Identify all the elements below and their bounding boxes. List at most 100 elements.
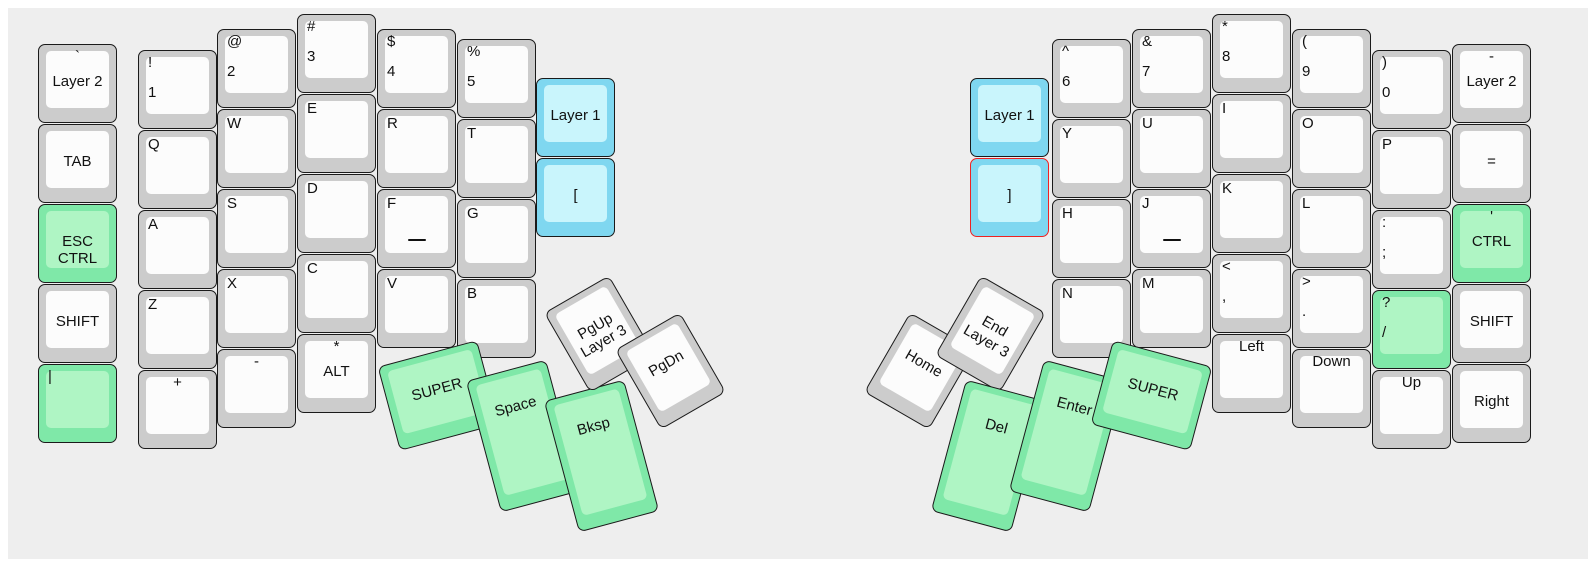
key-l-c6-r0[interactable]: Layer 1: [536, 78, 615, 157]
key-l-c0-r3[interactable]: SHIFT: [38, 284, 117, 363]
key-face: [1140, 196, 1203, 253]
key-face: [1300, 356, 1363, 413]
key-face: [225, 276, 288, 333]
key-face: [1460, 291, 1523, 348]
key-r-c6-r0[interactable]: -Layer 2: [1452, 44, 1531, 123]
key-face: [1380, 217, 1443, 274]
key-face: [1220, 261, 1283, 318]
key-l-c4-r0[interactable]: $4: [377, 29, 456, 108]
key-l-c5-r0[interactable]: %5: [457, 39, 536, 118]
key-r-c5-r3[interactable]: ?/: [1372, 290, 1451, 369]
key-l-c0-r1[interactable]: TAB: [38, 124, 117, 203]
key-r-c4-r3[interactable]: >.: [1292, 269, 1371, 348]
key-face: [1220, 21, 1283, 78]
key-r-c5-r2[interactable]: :;: [1372, 210, 1451, 289]
key-r-c0-r0[interactable]: Layer 1: [970, 78, 1049, 157]
key-l-c1-r4[interactable]: +: [138, 370, 217, 449]
key-face: [1140, 116, 1203, 173]
key-face: [1060, 126, 1123, 183]
key-r-c5-r0[interactable]: )0: [1372, 50, 1451, 129]
key-r-c3-r0[interactable]: *8: [1212, 14, 1291, 93]
key-l-c5-r2[interactable]: G: [457, 199, 536, 278]
key-l-c1-r2[interactable]: A: [138, 210, 217, 289]
key-r-c6-r2[interactable]: 'CTRL: [1452, 204, 1531, 283]
key-face: [465, 286, 528, 343]
key-l-c3-r3[interactable]: C: [297, 254, 376, 333]
key-l-c3-r2[interactable]: D: [297, 174, 376, 253]
key-l-c4-r2[interactable]: F: [377, 189, 456, 268]
key-l-c2-r3[interactable]: X: [217, 269, 296, 348]
key-face: [385, 36, 448, 93]
key-r-c0-r1[interactable]: ]: [970, 158, 1049, 237]
key-r-c3-r1[interactable]: I: [1212, 94, 1291, 173]
key-l-c2-r4[interactable]: -: [217, 349, 296, 428]
key-face: [1220, 341, 1283, 398]
key-face: [146, 57, 209, 114]
key-r-c6-r4[interactable]: Right: [1452, 364, 1531, 443]
key-l-c6-r1[interactable]: [: [536, 158, 615, 237]
key-face: [225, 196, 288, 253]
key-face: [1060, 286, 1123, 343]
key-l-c3-r1[interactable]: E: [297, 94, 376, 173]
key-face: [1300, 36, 1363, 93]
key-l-c1-r3[interactable]: Z: [138, 290, 217, 369]
key-r-c5-r4[interactable]: Up: [1372, 370, 1451, 449]
key-r-c2-r2[interactable]: J: [1132, 189, 1211, 268]
key-r-c1-r1[interactable]: Y: [1052, 119, 1131, 198]
key-face: [544, 165, 607, 222]
key-face: [1220, 101, 1283, 158]
key-l-c1-r0[interactable]: !1: [138, 50, 217, 129]
key-r-c2-r1[interactable]: U: [1132, 109, 1211, 188]
key-l-c0-r0[interactable]: `Layer 2: [38, 44, 117, 123]
key-r-c2-r3[interactable]: M: [1132, 269, 1211, 348]
key-face: [225, 356, 288, 413]
key-face: [1060, 46, 1123, 103]
key-r-c4-r1[interactable]: O: [1292, 109, 1371, 188]
key-r-c6-r1[interactable]: =: [1452, 124, 1531, 203]
key-face: [385, 116, 448, 173]
key-l-c0-r4[interactable]: |: [38, 364, 117, 443]
key-face: [465, 126, 528, 183]
key-face: [1380, 377, 1443, 434]
key-face: [46, 211, 109, 268]
key-face: [553, 388, 648, 516]
key-r-c2-r0[interactable]: &7: [1132, 29, 1211, 108]
key-l-c2-r0[interactable]: @2: [217, 29, 296, 108]
key-face: [1220, 181, 1283, 238]
key-l-c3-r0[interactable]: #3: [297, 14, 376, 93]
key-r-c4-r0[interactable]: (9: [1292, 29, 1371, 108]
key-l-c4-r3[interactable]: V: [377, 269, 456, 348]
key-r-c6-r3[interactable]: SHIFT: [1452, 284, 1531, 363]
key-r-c5-r1[interactable]: P: [1372, 130, 1451, 209]
key-face: [305, 101, 368, 158]
key-l-c1-r1[interactable]: Q: [138, 130, 217, 209]
key-face: [385, 196, 448, 253]
key-r-c4-r2[interactable]: L: [1292, 189, 1371, 268]
key-face: [305, 261, 368, 318]
key-l-c2-r2[interactable]: S: [217, 189, 296, 268]
key-r-c1-r2[interactable]: H: [1052, 199, 1131, 278]
key-face: [46, 51, 109, 108]
key-l-c4-r1[interactable]: R: [377, 109, 456, 188]
key-face: [146, 137, 209, 194]
key-l-c3-r4[interactable]: *ALT: [297, 334, 376, 413]
key-r-c3-r4[interactable]: Left: [1212, 334, 1291, 413]
key-l-t-bksp[interactable]: Bksp: [543, 379, 660, 533]
key-l-c0-r2[interactable]: ESC CTRL: [38, 204, 117, 283]
key-l-c5-r1[interactable]: T: [457, 119, 536, 198]
key-face: [46, 291, 109, 348]
key-face: [1380, 137, 1443, 194]
key-face: [146, 217, 209, 274]
key-r-c4-r4[interactable]: Down: [1292, 349, 1371, 428]
key-r-c3-r2[interactable]: K: [1212, 174, 1291, 253]
key-l-c2-r1[interactable]: W: [217, 109, 296, 188]
key-face: [978, 85, 1041, 142]
key-r-c1-r0[interactable]: ^6: [1052, 39, 1131, 118]
key-face: [1300, 276, 1363, 333]
key-face: [1140, 36, 1203, 93]
key-face: [1460, 51, 1523, 108]
key-r-c1-r3[interactable]: N: [1052, 279, 1131, 358]
key-r-c3-r3[interactable]: <,: [1212, 254, 1291, 333]
key-face: [544, 85, 607, 142]
